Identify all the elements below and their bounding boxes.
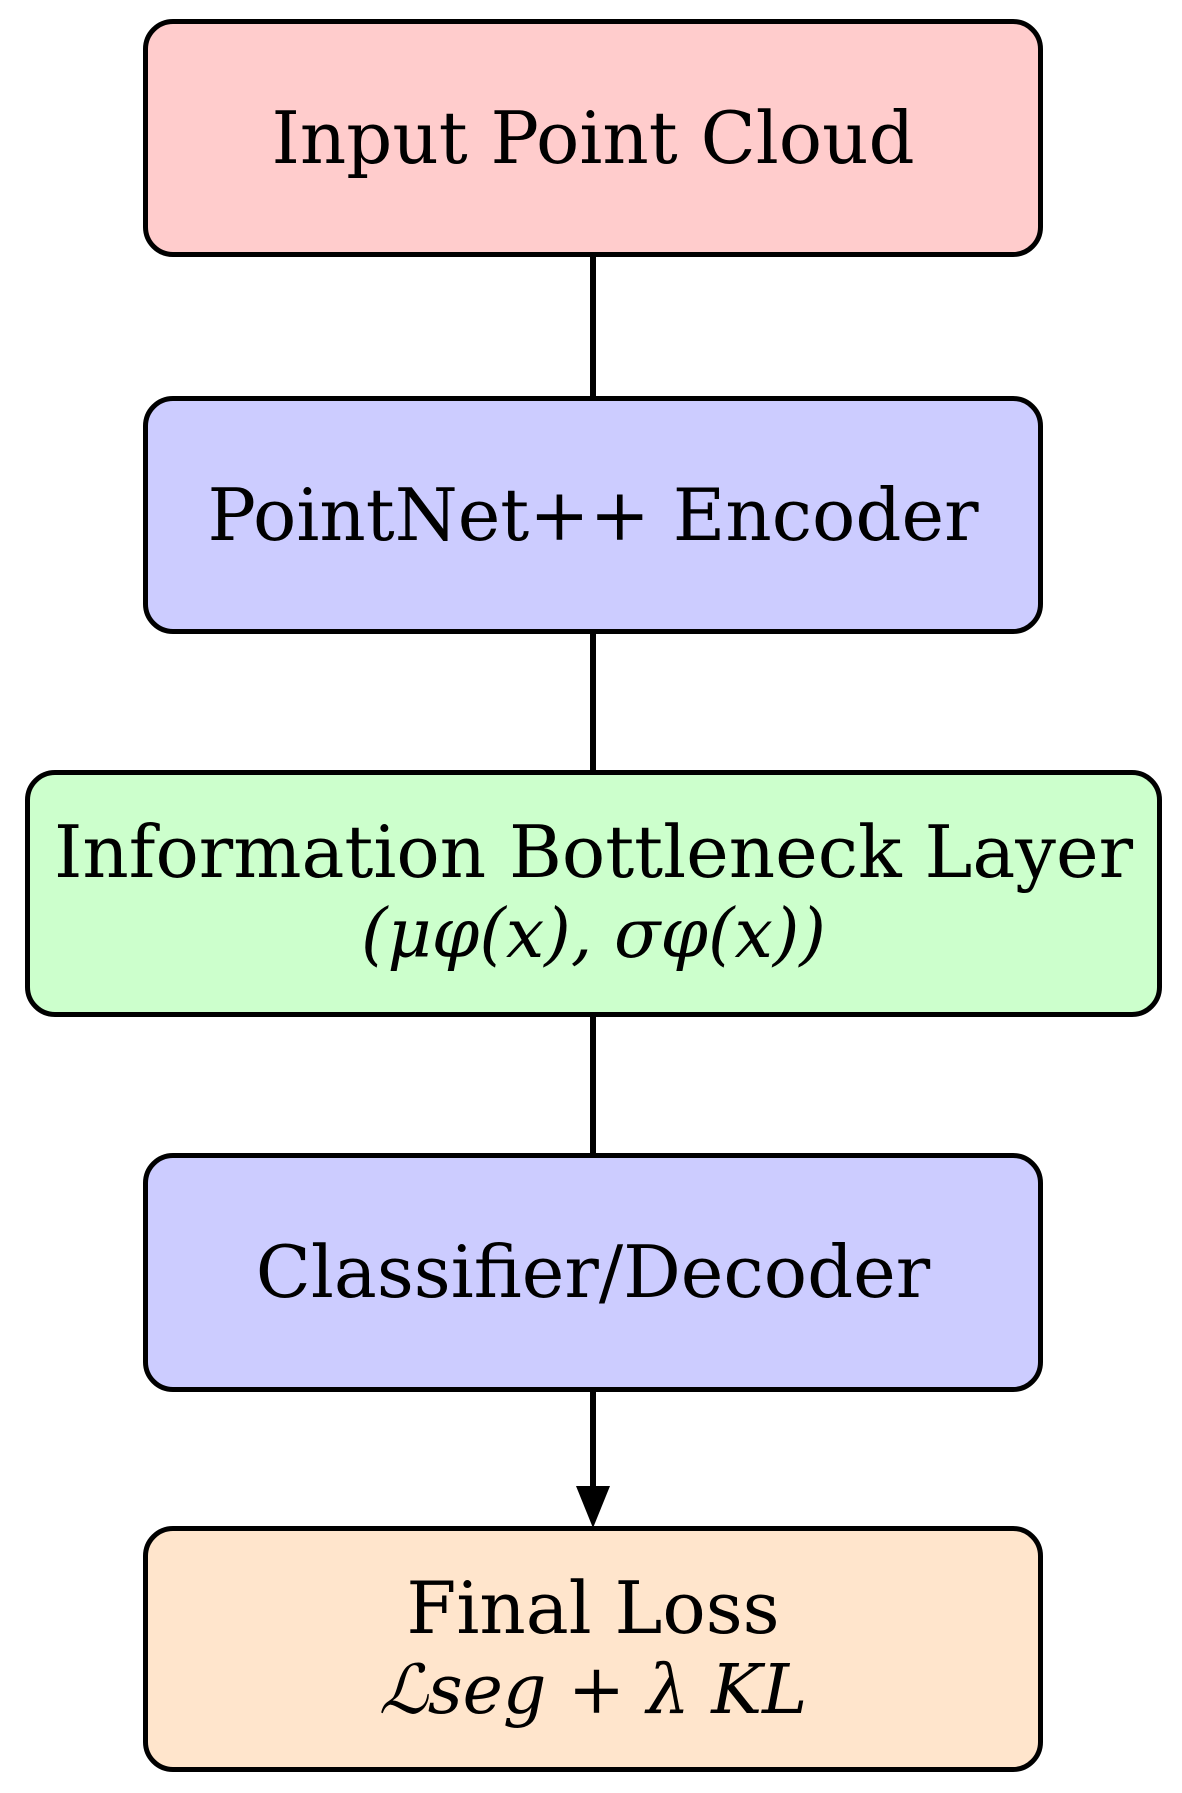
node-final-loss: Final Loss ℒseg + λ KL [143,1526,1043,1772]
arrowhead-down-icon [576,1486,610,1528]
node-input-point-cloud: Input Point Cloud [143,19,1043,257]
edge-input-to-encoder [590,255,596,398]
node-classifier-decoder: Classifier/Decoder [143,1153,1043,1392]
node-label: Final Loss [406,1565,780,1650]
node-formula: (μφ(x), σφ(x)) [361,895,826,975]
node-information-bottleneck: Information Bottleneck Layer (μφ(x), σφ(… [25,770,1162,1017]
node-formula: ℒseg + λ KL [378,1650,808,1730]
node-label: Classifier/Decoder [255,1230,931,1315]
edge-bottleneck-to-classifier [590,1015,596,1155]
node-pointnet-encoder: PointNet++ Encoder [143,396,1043,634]
edge-encoder-to-bottleneck [590,632,596,772]
edge-classifier-to-loss [590,1390,596,1490]
node-label: PointNet++ Encoder [207,472,979,557]
node-label: Information Bottleneck Layer [53,810,1133,895]
node-label: Input Point Cloud [271,95,915,180]
